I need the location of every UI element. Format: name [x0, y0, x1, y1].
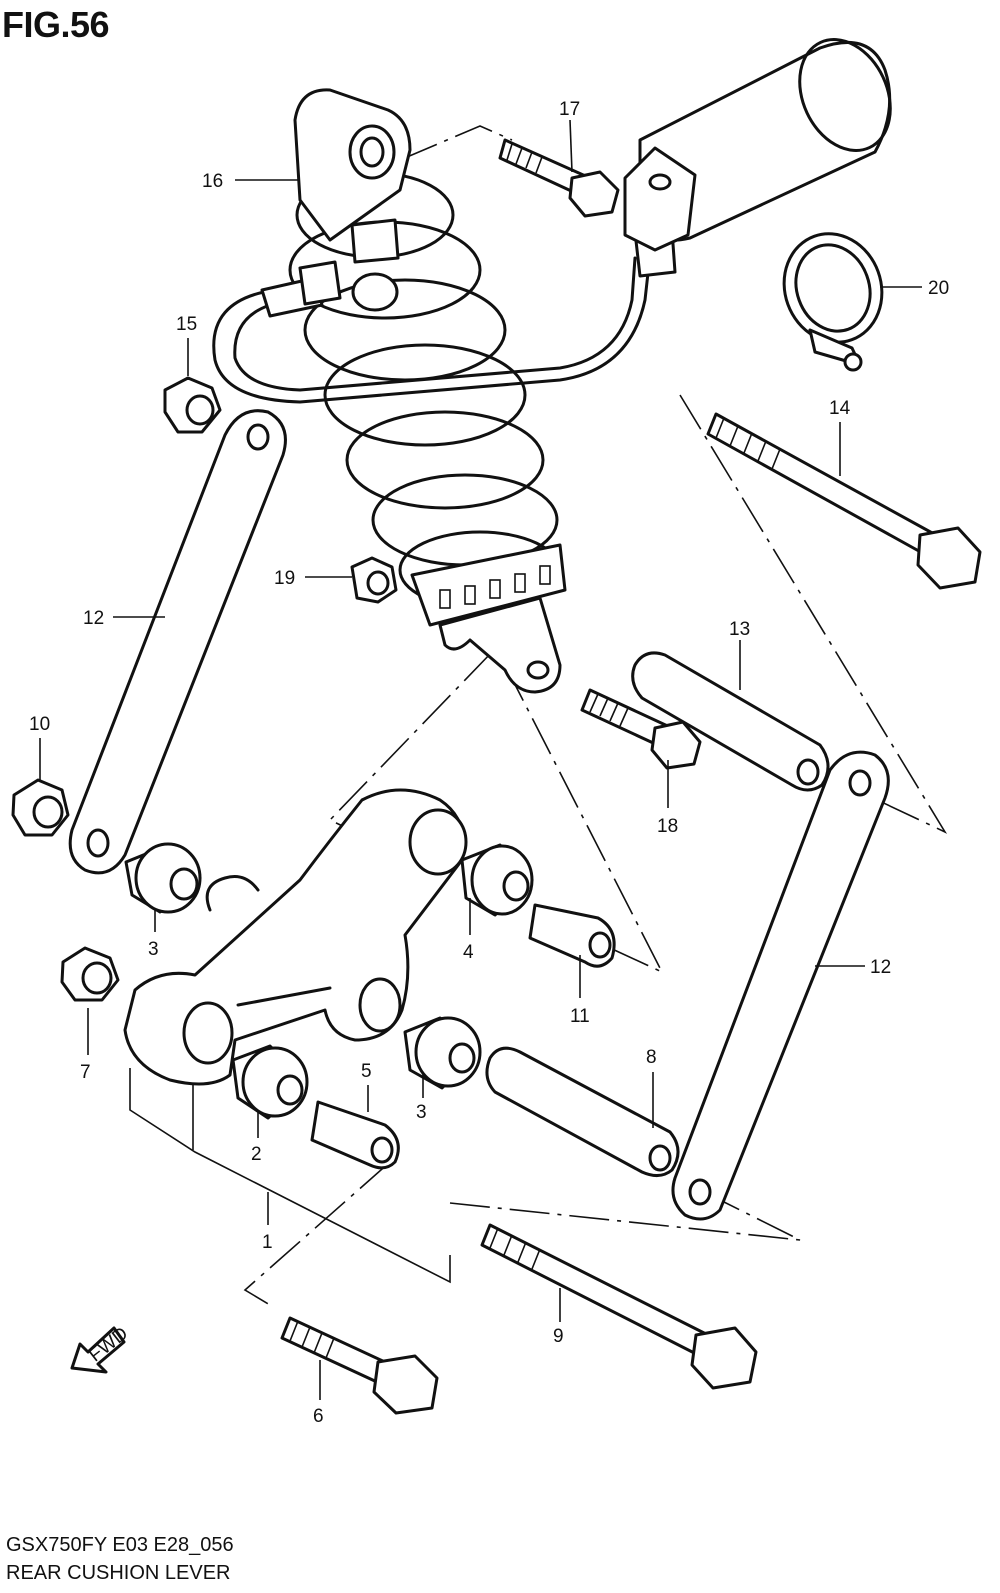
callout-labels: 16 17 20 15 14 19 12 13 10 18 3 4 12 11 … — [29, 99, 949, 1427]
spacer-11 — [528, 903, 616, 968]
callout-9: 9 — [553, 1326, 564, 1347]
figure-title: FIG.56 — [2, 4, 110, 45]
bearing-4 — [460, 843, 534, 917]
callout-3-lower: 3 — [416, 1102, 427, 1123]
figure-caption: REAR CUSHION LEVER — [6, 1562, 231, 1584]
callout-5: 5 — [361, 1061, 372, 1082]
callout-20: 20 — [928, 278, 949, 299]
callout-7: 7 — [80, 1062, 91, 1083]
callout-leader-lines — [39, 119, 922, 1400]
callout-1: 1 — [262, 1232, 273, 1253]
shock-lower-eye — [438, 596, 562, 694]
callout-14: 14 — [829, 398, 851, 419]
model-code: GSX750FY E03 E28_056 — [6, 1534, 234, 1556]
nut-10 — [11, 778, 70, 837]
spacer-13 — [631, 651, 830, 792]
callout-19: 19 — [274, 568, 295, 589]
bearing-3-lower — [403, 1016, 482, 1090]
callout-8: 8 — [646, 1047, 657, 1068]
bolt-9 — [480, 1223, 758, 1390]
nut-7 — [60, 946, 120, 1002]
bearing-3-upper — [124, 842, 202, 914]
callout-11: 11 — [570, 1006, 590, 1027]
callout-18: 18 — [657, 816, 678, 837]
callout-12-right: 12 — [870, 957, 891, 978]
callout-17: 17 — [559, 99, 580, 120]
bolt-6 — [280, 1316, 439, 1415]
bolt-14 — [706, 412, 982, 590]
bearing-2 — [231, 1044, 309, 1120]
callout-4: 4 — [463, 942, 474, 963]
nut-15 — [163, 376, 222, 434]
hose-clamp — [782, 232, 884, 372]
callout-16: 16 — [202, 171, 223, 192]
nut-19 — [350, 556, 398, 604]
fwd-label: FWD — [85, 1323, 132, 1366]
rear-shock-absorber — [288, 88, 567, 694]
shock-reservoir-hose — [212, 38, 892, 404]
callout-3-upper: 3 — [148, 939, 159, 960]
callout-13: 13 — [729, 619, 750, 640]
cushion-rod-right — [671, 750, 890, 1221]
callout-15: 15 — [176, 314, 197, 335]
bolt-18 — [580, 688, 702, 770]
spacer-8 — [485, 1046, 680, 1177]
callout-12-left: 12 — [83, 608, 104, 629]
callout-10: 10 — [29, 714, 50, 735]
callout-2: 2 — [251, 1144, 262, 1165]
cushion-rod-left — [68, 409, 287, 875]
fwd-direction-arrow: FWD — [70, 1323, 132, 1374]
callout-6: 6 — [313, 1406, 324, 1427]
spacer-5 — [310, 1100, 400, 1170]
bolt-17 — [498, 138, 620, 218]
cushion-lever — [123, 788, 468, 1086]
